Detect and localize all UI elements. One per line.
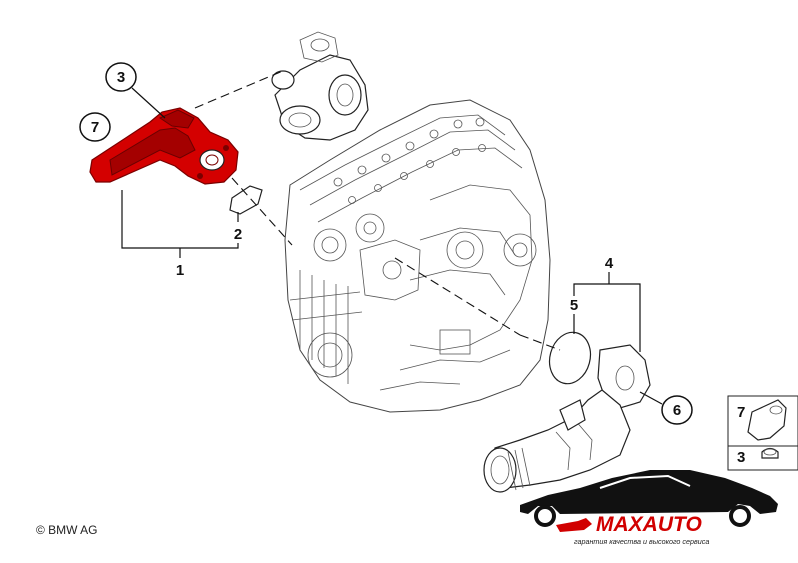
callout-3-label: 3: [117, 69, 125, 86]
callout-2: 2: [234, 212, 242, 243]
callout-7: 7: [79, 112, 111, 142]
callout-4: 4: [573, 255, 641, 352]
copyright-notice: © BMW AG: [36, 523, 98, 537]
callout-1: 1: [121, 190, 239, 279]
logo-brand-text: MAXAUTO: [596, 513, 702, 536]
legend-row2-number: 3: [737, 449, 745, 466]
callout-7-label: 7: [91, 119, 99, 136]
legend-clip-icon: [761, 447, 779, 459]
callout-6-label: 6: [673, 402, 681, 419]
wrench-icon: [556, 518, 592, 532]
callout-1-label: 1: [176, 262, 184, 279]
maxauto-logo: MAXAUTO гарантия качества и высокого сер…: [520, 470, 778, 546]
legend-pipe-icon: [747, 399, 787, 441]
car-silhouette-icon: [520, 470, 778, 514]
callout-4-label: 4: [605, 255, 614, 272]
coolant-pipe-highlighted: [89, 107, 239, 185]
logo-tagline: гарантия качества и высокого сервиса: [574, 537, 709, 546]
thermostat-housing: [271, 31, 369, 141]
car-wheel-rear-icon: [729, 505, 751, 527]
callout-6: 6: [639, 391, 693, 425]
parts-legend: 7 3: [727, 395, 798, 471]
engine-block: [284, 99, 551, 413]
callout-2-label: 2: [234, 226, 242, 243]
legend-row1-number: 7: [737, 404, 745, 421]
callout-5: 5: [570, 297, 578, 334]
gasket-2: [229, 185, 263, 215]
callout-3: 3: [105, 62, 166, 119]
callout-5-label: 5: [570, 297, 578, 314]
lower-coolant-pipe: [483, 331, 651, 493]
assembly-lines: [194, 69, 561, 351]
car-wheel-front-icon: [534, 505, 556, 527]
